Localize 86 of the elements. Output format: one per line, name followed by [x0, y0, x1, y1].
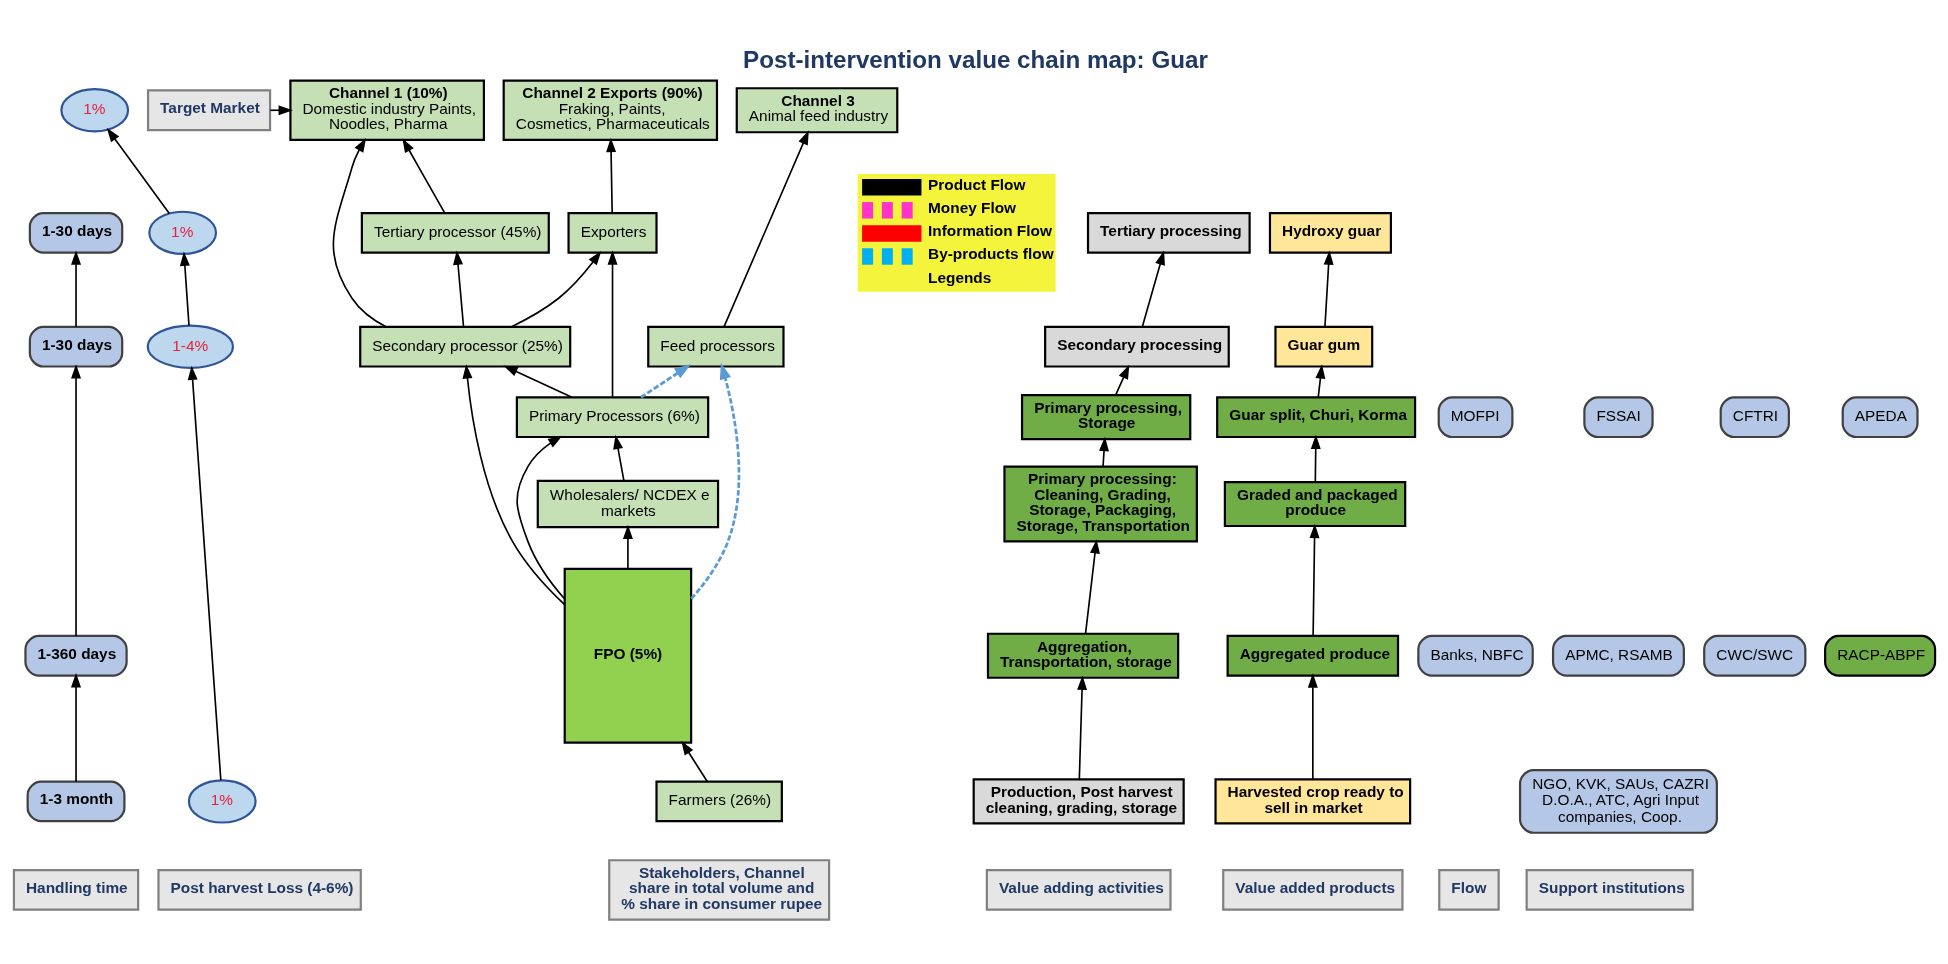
arrow — [639, 363, 691, 398]
arrow — [607, 249, 618, 398]
node-box: APEDA — [1841, 395, 1919, 438]
node-box: Secondary processor (25%) — [358, 325, 571, 368]
node-box: Graded and packaged produce — [1223, 480, 1406, 527]
node-ellipse: 1% — [147, 210, 217, 255]
node-box: Stakeholders, Channel share in total volume and % share in consumer rupee — [607, 858, 830, 921]
arrow — [187, 365, 222, 781]
node-box: Value added products — [1221, 868, 1404, 911]
node-box: Channel 2 Exports (90%) Fraking, Paints, Cosmetics, Pharmaceuticals — [502, 79, 718, 141]
node-box: RACP-ABPF — [1823, 634, 1936, 677]
node-ellipse: 1-4% — [146, 324, 234, 369]
label: Legends — [927, 268, 991, 286]
node-box: Value adding activities — [985, 868, 1172, 911]
node-box: Production, Post harvest cleaning, grading, storage — [972, 777, 1185, 824]
node-box: Hydroxy guar — [1268, 211, 1392, 254]
node-box: Exporters — [566, 211, 658, 254]
node-box: CWC/SWC — [1702, 634, 1806, 677]
arrow — [70, 249, 81, 327]
arrow — [680, 740, 708, 782]
arrow — [1098, 436, 1109, 467]
diagram-title: Post-intervention value chain map: Guar — [742, 45, 1208, 73]
node-box: Tertiary processor (45%) — [360, 211, 550, 254]
node-box: Feed processors — [646, 325, 785, 368]
arrow — [1314, 363, 1325, 398]
node-box: Farmers (26%) — [654, 780, 783, 822]
node-box: Flow — [1437, 868, 1500, 911]
node-box: 1-30 days — [28, 325, 123, 368]
arrow — [722, 129, 809, 328]
node-box: Banks, NBFC — [1416, 634, 1534, 677]
node-box: Support institutions — [1525, 868, 1694, 911]
arrow — [689, 362, 740, 600]
node-box: 1-3 month — [26, 780, 125, 822]
node-box: Primary processing, Storage — [1020, 393, 1191, 440]
arrow — [452, 249, 464, 327]
node-box: Handling time — [12, 868, 139, 911]
arrow — [1141, 250, 1165, 327]
arrow — [622, 524, 633, 569]
arrow — [1310, 434, 1321, 483]
legend-label: Money Flow — [927, 198, 1016, 216]
arrow — [401, 137, 445, 214]
node-box: Primary Processors (6%) — [515, 395, 709, 438]
arrow — [605, 137, 616, 214]
arrow — [509, 250, 601, 328]
legend-label: Information Flow — [927, 221, 1052, 239]
legend-label: By-products flow — [927, 244, 1054, 262]
node-box: Wholesalers/ NCDEX e markets — [536, 479, 719, 528]
node-box: Primary processing: Cleaning, Grading, Storage, Packaging, Storage, Transportation — [1002, 465, 1198, 542]
node-box: Harvested crop ready to sell in market — [1213, 777, 1411, 824]
arrow — [1307, 672, 1318, 780]
node-box: Channel 1 (10%) Domestic industry Paints, Noodles, Pharma — [288, 79, 485, 141]
node-box: CFTRI — [1719, 395, 1790, 438]
arrow — [1084, 538, 1100, 634]
node-box: NGO, KVK, SAUs, CAZRI D.O.A., ATC, Agri Input companies, Coop. — [1518, 768, 1718, 834]
arrow — [268, 104, 293, 115]
node-box: Channel 3 Animal feed industry — [735, 86, 898, 133]
node-box: Post harvest Loss (4-6%) — [156, 868, 362, 911]
node-ellipse: 1% — [187, 778, 257, 824]
arrow — [502, 365, 573, 398]
node-box: FPO (5%) — [563, 567, 692, 744]
node-box: Aggregated produce — [1226, 634, 1399, 677]
arrow — [612, 434, 625, 482]
arrow — [461, 363, 565, 606]
node-box: Aggregation, Transportation, storage — [986, 632, 1179, 679]
node-box: Guar gum — [1273, 325, 1373, 368]
node-ellipse: 1% — [59, 87, 129, 132]
node-box: 1-30 days — [28, 211, 123, 254]
arrow — [106, 127, 170, 214]
arrow — [179, 251, 190, 326]
legend-label: Product Flow — [927, 175, 1025, 193]
arrow — [1114, 364, 1129, 396]
arrow — [1076, 675, 1087, 780]
node-box: MOFPI — [1437, 395, 1513, 438]
node-box: APMC, RSAMB — [1551, 634, 1685, 677]
node-box: Guar split, Churi, Korma — [1215, 395, 1416, 438]
arrow — [1323, 249, 1334, 327]
arrow — [515, 435, 565, 600]
node-box: Target Market — [146, 88, 271, 131]
arrow — [1309, 523, 1320, 637]
arrow — [70, 363, 81, 637]
node-box: Tertiary processing — [1086, 211, 1251, 254]
arrow — [70, 672, 81, 782]
node-box: Secondary processing — [1043, 325, 1230, 368]
node-box: 1-360 days — [23, 634, 128, 677]
node-box: FSSAI — [1582, 395, 1654, 438]
arrow — [332, 137, 387, 328]
